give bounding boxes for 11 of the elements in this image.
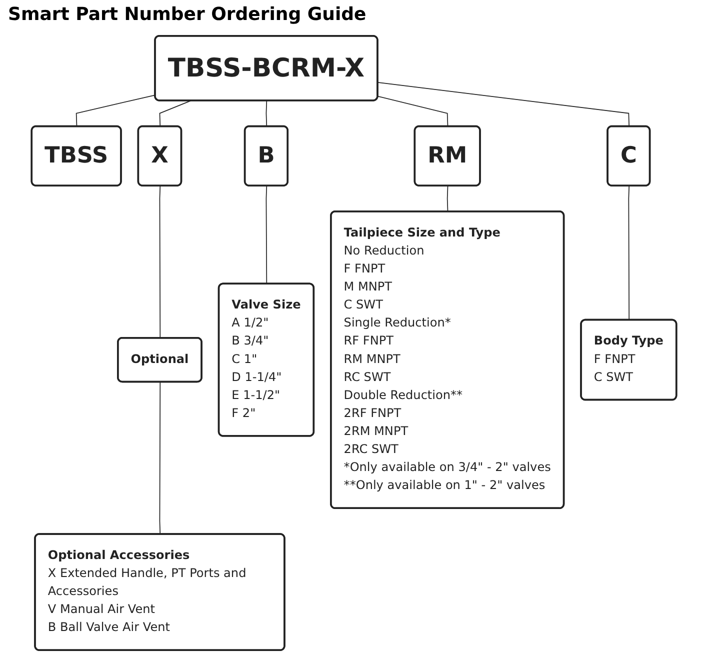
connector [159,186,161,339]
connector [377,82,630,128]
connector [446,186,448,212]
diagram-title: Smart Part Number Ordering Guide [8,4,368,25]
connector [266,100,268,128]
connector [266,186,268,284]
connector [159,100,192,128]
connector [159,382,161,535]
connector [377,96,448,128]
connector [76,94,156,128]
connector [628,186,630,321]
